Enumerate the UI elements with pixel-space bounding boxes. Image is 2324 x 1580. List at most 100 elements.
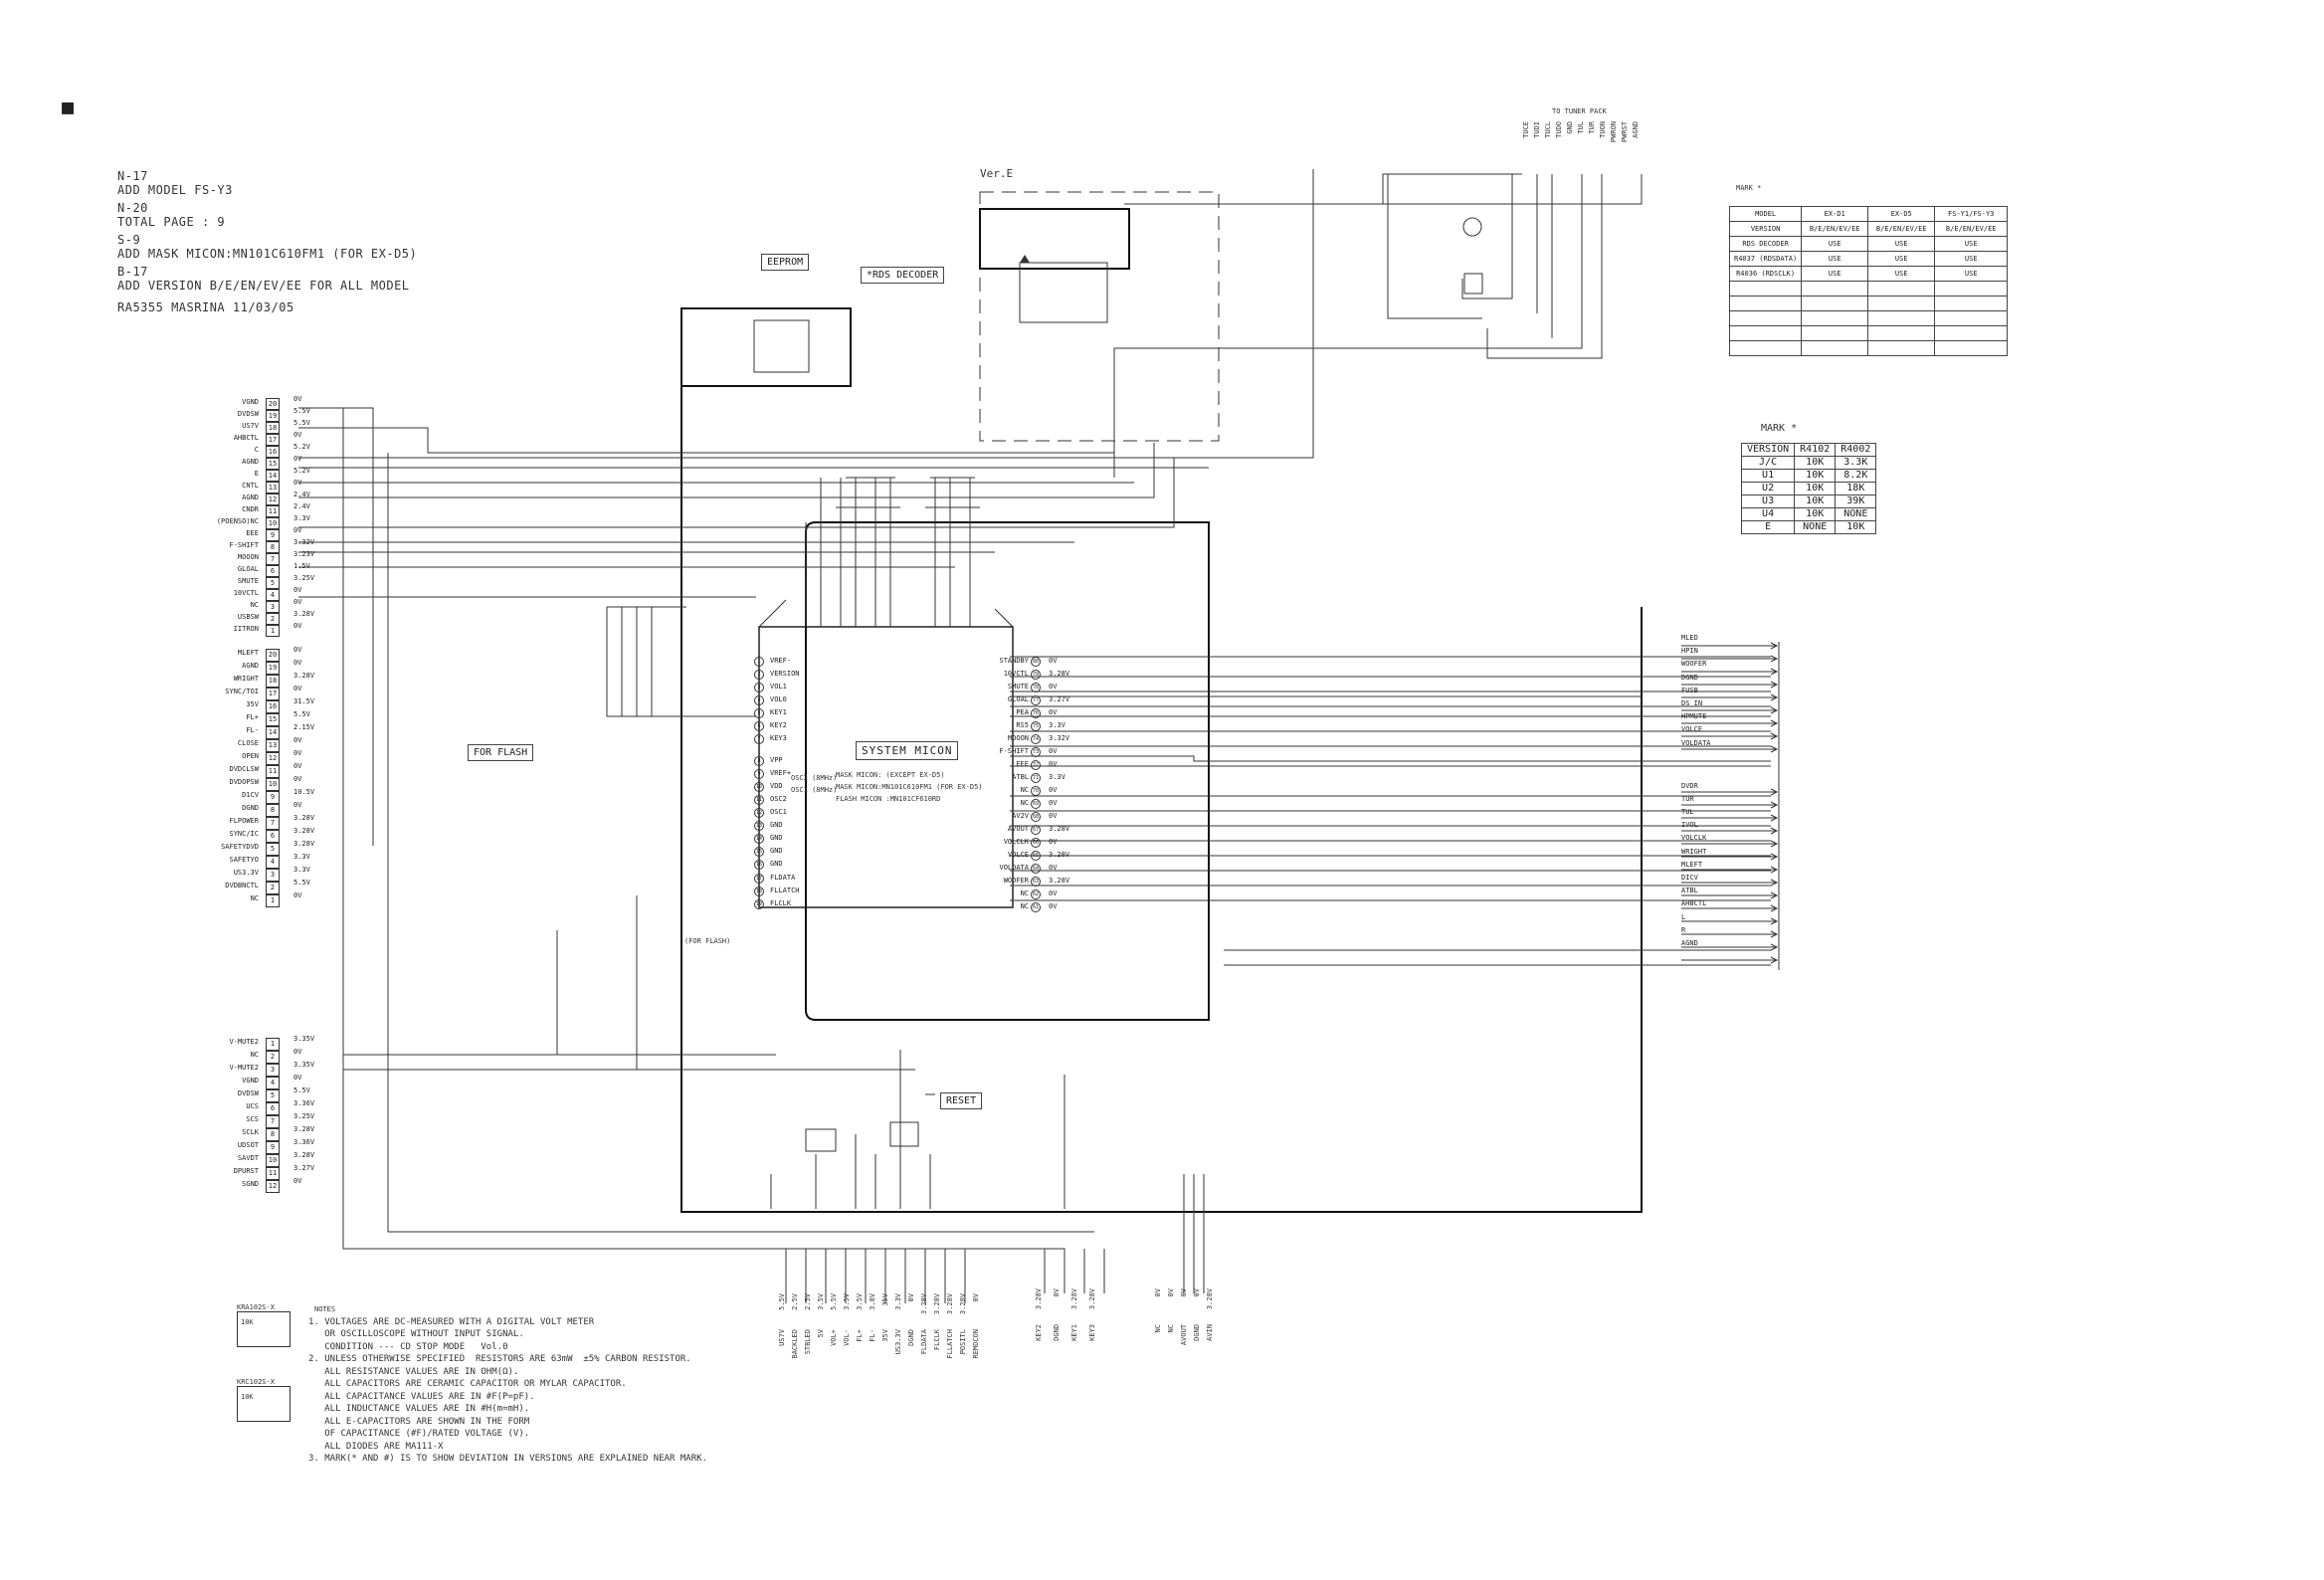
signal-arrow	[1681, 719, 1779, 727]
pin-name: GLOAL	[237, 565, 259, 573]
micon-pin-name: F-SHIFT	[999, 747, 1029, 755]
pin-name: DVDSW	[237, 1089, 259, 1097]
revision-line: B-17	[117, 265, 148, 279]
pin-voltage: 5.5V	[293, 419, 310, 427]
version-table-head-cell: R4102	[1794, 443, 1837, 457]
micon-pin-voltage: 3.3V	[1049, 773, 1065, 781]
version-table-cell: 10K	[1835, 520, 1877, 534]
model-table-header: MODEL EX-D1 EX-D5 FS-Y1/FS-Y3	[1728, 206, 2009, 222]
pin-number: 16	[266, 700, 280, 713]
signal-arrow	[1681, 930, 1779, 938]
pin-voltage: 3.36V	[293, 1138, 315, 1146]
pin-name: DVDOPSW	[229, 778, 259, 786]
tuner-pin-label: PWRON	[1610, 121, 1618, 143]
model-table-cell	[1728, 310, 1803, 326]
pin-name: NC	[250, 1051, 259, 1059]
micon-pin-voltage: 0V	[1049, 747, 1058, 755]
pin-voltage: 0V	[293, 749, 302, 757]
micon-pin-number: 8	[754, 756, 764, 766]
note-line: ALL RESISTANCE VALUES ARE IN OHM(Ω).	[308, 1366, 519, 1377]
mark-star-small-label: MARK *	[1736, 184, 1762, 192]
version-table-cell: 10K	[1794, 507, 1837, 521]
pin-number: 11	[266, 505, 280, 517]
bottom-pin-voltage: 3.28V	[933, 1293, 941, 1315]
bottom-pin-voltage: 0V	[1180, 1288, 1188, 1297]
pin-name: F-SHIFT	[229, 541, 259, 549]
note-line: CONDITION --- CD STOP MODE Vol.0	[308, 1341, 508, 1352]
signal-arrow	[1681, 668, 1779, 676]
revision-line: ADD MASK MICON:MN101C610FM1 (FOR EX-D5)	[117, 247, 418, 261]
signal-label: VOLCLK	[1681, 834, 1707, 843]
signal-arrow	[1681, 642, 1779, 650]
pin-voltage: 5.5V	[293, 710, 310, 718]
notes-heading: NOTES	[314, 1305, 336, 1313]
version-table-cell: NONE	[1835, 507, 1877, 521]
model-table-cell: USE	[1801, 251, 1869, 267]
pin-number: 9	[266, 791, 280, 804]
micon-pin-name: VOL0	[770, 695, 787, 703]
micon-pin-voltage: 0V	[1049, 657, 1058, 665]
reset-label: RESET	[940, 1092, 983, 1109]
micon-pin-number: 62	[1031, 889, 1041, 899]
micon-part-lines: MASK MICON: (EXCEPT EX-D5) MASK MICON:MN…	[836, 769, 983, 805]
bottom-pin-voltage: 0V	[1167, 1288, 1175, 1297]
version-table-cell: NONE	[1794, 520, 1837, 534]
bottom-pin-name: FLCLK	[933, 1329, 941, 1351]
micon-line: MASK MICON:MN101C610FM1 (FOR EX-D5)	[836, 783, 983, 791]
model-table-cell	[1934, 325, 2009, 341]
micon-pin-number: 19	[754, 899, 764, 909]
pin-name: DVDBNCTL	[225, 882, 259, 889]
version-table-cell: U4	[1740, 507, 1796, 521]
signal-arrow	[1681, 745, 1779, 753]
pin-voltage: 5.2V	[293, 467, 310, 475]
model-table-row	[1728, 340, 2009, 356]
signal-label: DGND	[1681, 673, 1698, 682]
system-micon-label: SYSTEM MICON	[856, 741, 959, 760]
version-table-cell: U2	[1740, 482, 1796, 495]
micon-pin-name: VREF-	[770, 657, 792, 665]
pin-number: 7	[266, 553, 280, 565]
micon-pin-number: 9	[754, 769, 764, 779]
micon-pin-number: 72	[1031, 760, 1041, 770]
micon-pin-name: NC	[1020, 786, 1029, 794]
signal-arrow	[1681, 801, 1779, 809]
pin-name: CNTL	[242, 482, 259, 490]
model-table-cell: USE	[1801, 266, 1869, 282]
pin-number: 6	[266, 565, 280, 577]
signal-label: VOLDATA	[1681, 738, 1711, 747]
bottom-pin-name: VOL-	[843, 1329, 851, 1346]
pin-voltage: 0V	[293, 891, 302, 899]
micon-pin-name: STANDBY	[999, 657, 1029, 665]
krc-symbol: KRC102S-X 10K	[237, 1378, 290, 1422]
pin-number: 8	[266, 1128, 280, 1141]
pin-name: IITRON	[233, 625, 259, 633]
pin-voltage: 5.5V	[293, 1086, 310, 1094]
version-table-cell: 10K	[1794, 456, 1837, 470]
pin-number: 20	[266, 649, 280, 662]
pin-voltage: 0V	[293, 455, 302, 463]
version-table-header: VERSION R4102 R4002	[1740, 443, 1877, 457]
pin-name: C	[254, 446, 259, 454]
signal-arrow	[1681, 956, 1779, 964]
pin-name: (POENSO)NC	[216, 517, 259, 525]
bottom-pin-voltage: 0V	[907, 1293, 915, 1302]
pin-name: FL-	[246, 726, 259, 734]
